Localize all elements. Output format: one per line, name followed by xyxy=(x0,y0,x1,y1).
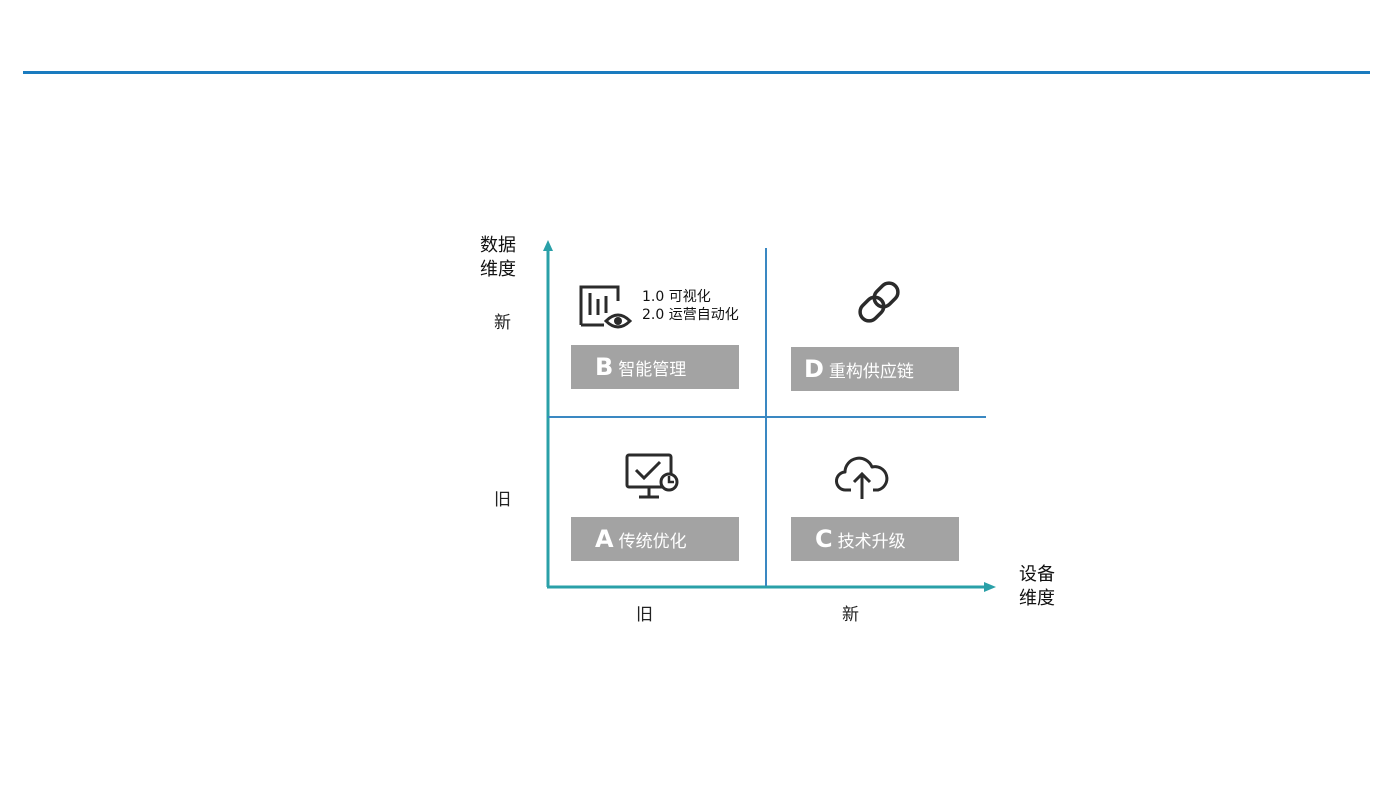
x-tick-low: 旧 xyxy=(636,605,653,625)
quadrant-c-label: C 技术升级 xyxy=(791,517,959,561)
quadrant-c-letter: C xyxy=(815,525,833,553)
header-rule xyxy=(23,71,1370,74)
cloud-upload-icon xyxy=(834,452,890,506)
quadrant-b-note-1: 1.0 可视化 xyxy=(642,289,711,305)
quadrant-d-letter: D xyxy=(804,355,824,383)
quadrant-d-text: 重构供应链 xyxy=(828,361,914,382)
quadrant-a-letter: A xyxy=(595,525,614,553)
y-tick-low: 旧 xyxy=(494,490,511,510)
x-axis-title: 设备 维度 xyxy=(1019,564,1055,609)
quadrant-b-letter: B xyxy=(595,353,614,381)
x-tick-high: 新 xyxy=(842,605,859,625)
quadrant-a-text: 传统优化 xyxy=(618,531,687,552)
x-axis-arrow xyxy=(984,582,996,592)
chain-link-icon xyxy=(852,276,906,332)
quadrant-b-note-2: 2.0 运营自动化 xyxy=(642,307,739,323)
monitor-check-icon xyxy=(624,452,680,508)
y-axis-title: 数据 维度 xyxy=(480,235,516,280)
quadrant-d-label: D 重构供应链 xyxy=(791,347,959,391)
chart-eye-icon xyxy=(578,283,634,337)
y-axis-arrow xyxy=(543,240,553,251)
quadrant-c-text: 技术升级 xyxy=(837,531,906,552)
y-tick-high: 新 xyxy=(494,313,511,333)
quadrant-a-label: A 传统优化 xyxy=(571,517,739,561)
quadrant-b-label: B 智能管理 xyxy=(571,345,739,389)
quadrant-b-text: 智能管理 xyxy=(618,359,687,380)
